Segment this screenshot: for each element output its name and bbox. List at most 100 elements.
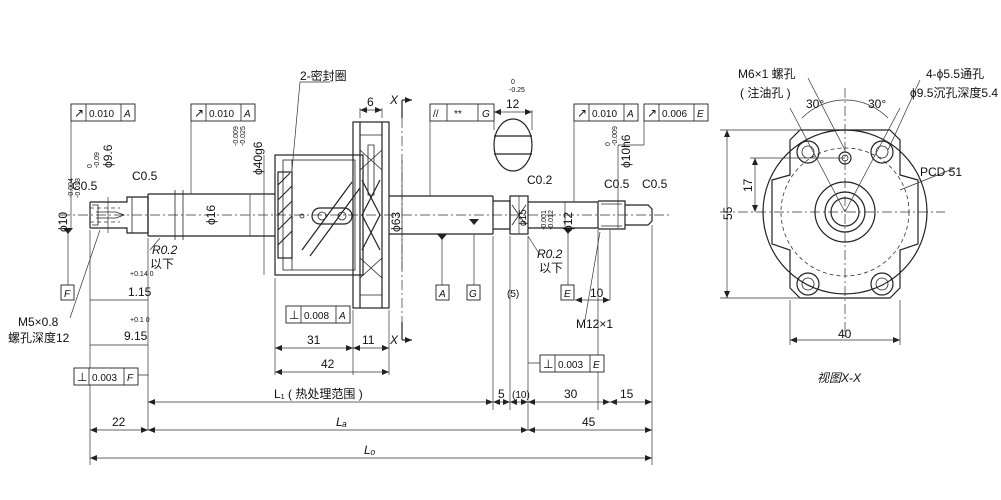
label-d12-tol-l: -0.012 (548, 210, 555, 230)
tf-th-value: ** (454, 109, 462, 120)
dim-30: 30 (564, 387, 578, 401)
datum-a: A (438, 289, 446, 300)
dim-10-paren: (10) (512, 390, 530, 401)
tf-rf-symbol: ⊥ (543, 357, 553, 371)
vx-m6-note: ( 注油孔 ) (740, 85, 791, 100)
label-seal: 2-密封圈 (300, 68, 347, 83)
dim-45: 45 (582, 415, 596, 429)
label-d10h6-tol-u: 0 (605, 142, 612, 146)
tf-np-datum: A (338, 311, 346, 322)
dim-la: Lₐ (336, 415, 347, 429)
label-d12: ϕ12 (561, 212, 575, 232)
label-d10-tol-u: -0.004 (68, 178, 75, 198)
dim-1-15: 1.15 (128, 285, 152, 299)
dim-10: 10 (590, 286, 604, 300)
vx-angle-1: 30° (806, 97, 824, 111)
tf-np-value: 0.008 (304, 311, 329, 322)
dim-1-15-tol: +0.14 0 (130, 271, 154, 278)
label-m12: M12×1 (576, 317, 613, 331)
dim-12: 12 (506, 97, 520, 111)
tf-th-symbol: // (433, 109, 439, 120)
vx-dim-17: 17 (741, 178, 755, 192)
dim-5-paren: (5) (507, 289, 519, 300)
label-below-left: 以下 (150, 257, 174, 271)
ball-nut (274, 121, 390, 309)
dim-9-15: 9.15 (124, 329, 148, 343)
view-x-x (720, 77, 956, 345)
label-c02: C0.2 (527, 173, 553, 187)
tol-frame-nut-perp (285, 305, 351, 324)
dim-9-15-tol: +0.1 0 (130, 317, 150, 324)
tf-nf-symbol: ↗ (194, 106, 204, 120)
tol-frame-left-face (73, 367, 139, 386)
label-c05-l2: C0.5 (132, 169, 158, 183)
datum-box-a (435, 284, 450, 301)
section-x-bottom: X (389, 333, 399, 347)
dim-l1: L₁ ( 热处理范围 ) (274, 387, 363, 401)
datum-box-e (560, 284, 575, 301)
tol-frame-right-face (539, 354, 605, 373)
vx-cbore: ϕ9.5沉孔深度5.4 (910, 85, 998, 100)
dim-22: 22 (112, 415, 126, 429)
tf-re-datum: E (697, 109, 704, 120)
label-d40-tol-l: -0.025 (240, 126, 247, 146)
vx-angle-2: 30° (868, 97, 886, 111)
tf-nf-value: 0.010 (209, 109, 234, 120)
label-d9-6-tol-l: -0.09 (94, 152, 101, 168)
label-d40g6: ϕ40g6 (251, 141, 265, 175)
tf-rj-value: 0.010 (592, 109, 617, 120)
tf-lj-value: 0.010 (89, 109, 114, 120)
datum-e: E (564, 289, 571, 300)
dim-42: 42 (321, 357, 335, 371)
vx-pcd: PCD 51 (920, 165, 962, 179)
left-end-journal (89, 190, 275, 240)
datum-g: G (469, 289, 477, 300)
tol-frame-nut-flange (190, 103, 256, 122)
datum-box-f (60, 284, 75, 301)
tf-rj-symbol: ↗ (577, 106, 587, 120)
tol-frame-left-journal (70, 103, 136, 122)
tf-lj-symbol: ↗ (74, 106, 84, 120)
tol-frame-right-end (643, 103, 709, 122)
dim-31: 31 (307, 333, 321, 347)
tf-lj-datum: A (123, 109, 131, 120)
label-d12-tol-u: -0.001 (541, 210, 548, 230)
label-d10h6: ϕ10h6 (619, 134, 633, 168)
label-d63: ϕ63 (389, 212, 403, 232)
label-d10: ϕ10 (56, 212, 70, 232)
tf-lf-value: 0.003 (92, 373, 117, 384)
label-d9-6-tol-u: 0 (87, 164, 94, 168)
dim-15: 15 (620, 387, 634, 401)
label-d10-tol-l: -0.013 (75, 178, 82, 198)
label-c05-r2: C0.5 (642, 177, 668, 191)
datum-box-g (466, 284, 481, 301)
label-d16: ϕ16 (204, 205, 218, 225)
tf-re-symbol: ↗ (647, 106, 657, 120)
label-c05-l1: C0.5 (72, 179, 98, 193)
label-r02-left: R0.2 (152, 243, 178, 257)
label-d10h6-tol-l: -0.009 (612, 126, 619, 146)
tf-re-value: 0.006 (662, 109, 687, 120)
keyway-detail (493, 118, 533, 172)
tf-nf-datum: A (243, 109, 251, 120)
section-mark-top (401, 97, 412, 118)
vx-dim-55: 55 (721, 206, 735, 220)
vx-holes: 4-ϕ5.5通孔 (926, 67, 984, 81)
label-d15: ϕ15 (518, 209, 529, 226)
section-x-top: X (389, 93, 399, 107)
section-mark-bottom (401, 322, 412, 343)
tf-rf-value: 0.003 (558, 360, 583, 371)
tf-lf-symbol: ⊥ (77, 370, 87, 384)
dim-5: 5 (498, 387, 505, 401)
tf-lf-datum: F (127, 373, 134, 384)
label-c05-r1: C0.5 (604, 177, 630, 191)
vx-caption: 视图X-X (817, 371, 862, 385)
label-m5: M5×0.8 (18, 315, 59, 329)
label-r02-right: R0.2 (537, 247, 563, 261)
label-d9-6: ϕ9.6 (101, 144, 115, 168)
label-m5-depth: 螺孔深度12 (8, 330, 70, 345)
tf-rj-datum: A (626, 109, 634, 120)
dim-6: 6 (367, 95, 374, 109)
dim-12-tol-u: 0 (511, 79, 515, 86)
